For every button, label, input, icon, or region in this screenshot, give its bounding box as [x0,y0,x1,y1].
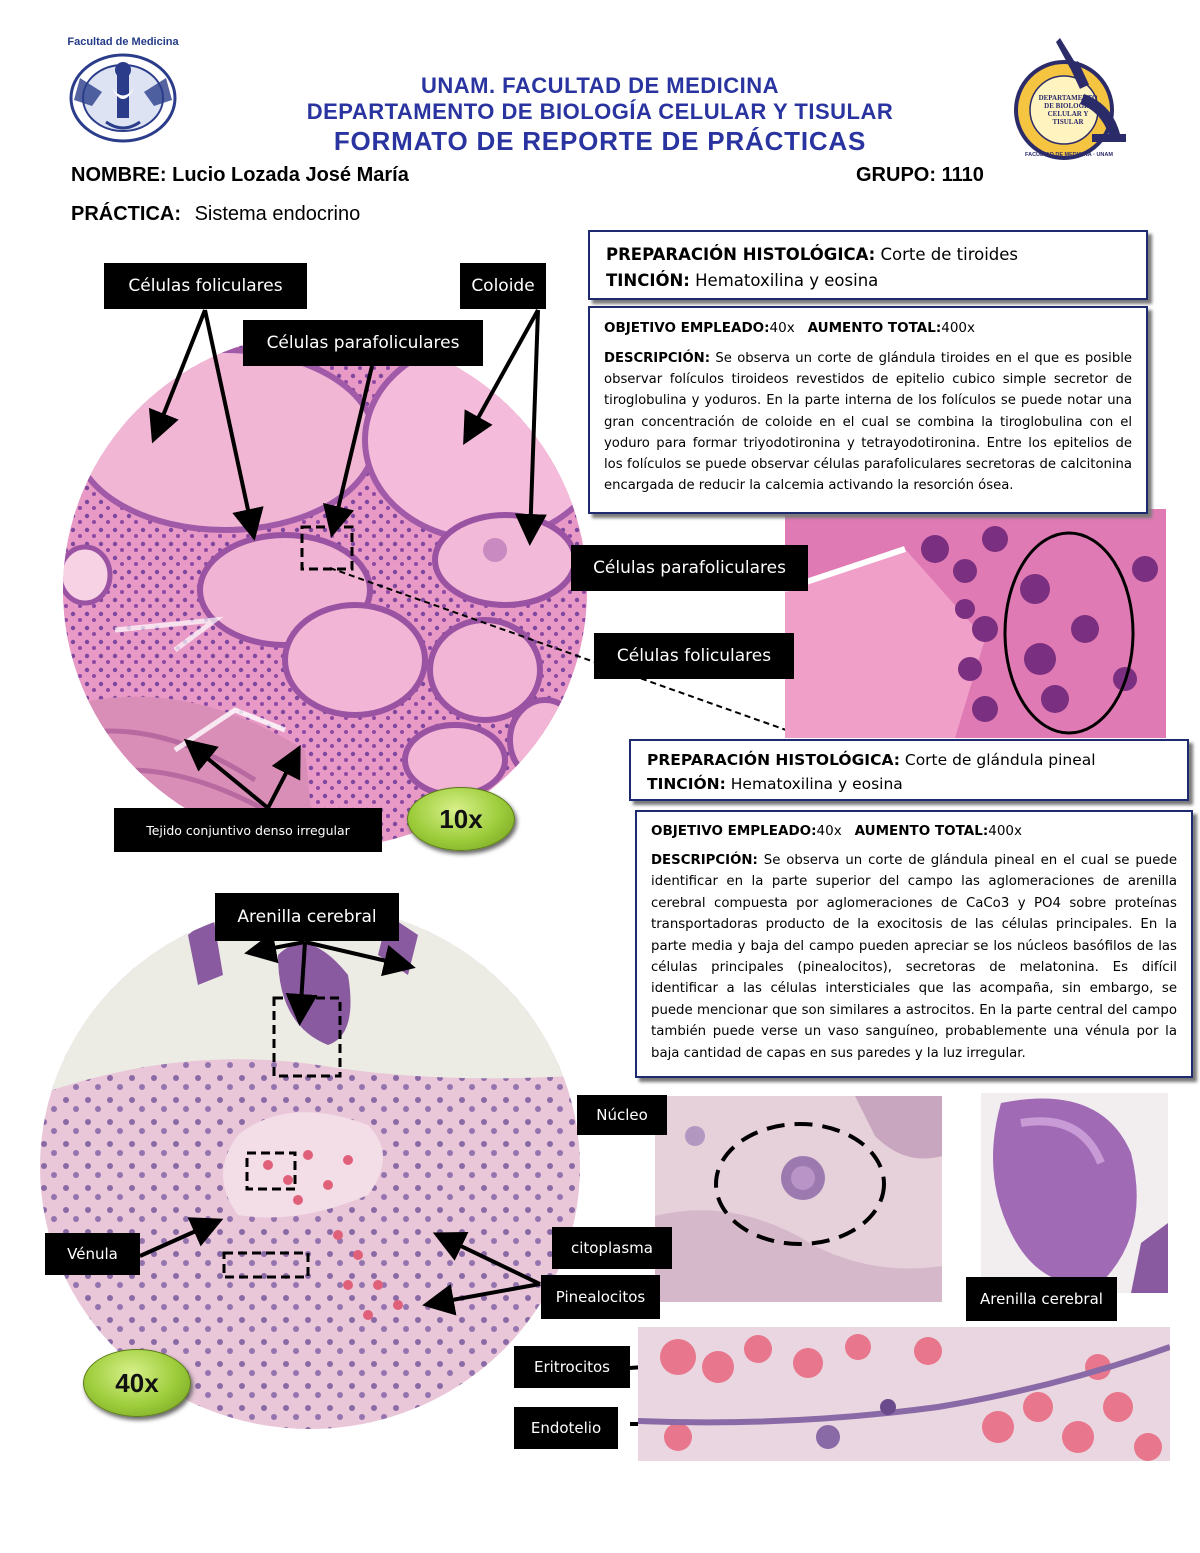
practice-value: Sistema endocrino [194,203,361,225]
pineal-stain-value: Hematoxilina y eosina [730,775,903,793]
microscope-seal-icon [1014,38,1126,160]
thyroid-zoom-tissue [785,509,1166,738]
brain-sand-zoom-tissue [981,1093,1168,1293]
pineal-stain-label: TINCIÓN: [647,775,726,793]
pineal-micrograph [40,905,580,1429]
pineal-preparation-box: PREPARACIÓN HISTOLÓGICA: Corte de glándu… [629,739,1189,801]
department-logo: DEPARTAMENTO DE BIOLOGÍA CELULAR Y TISUL… [1012,34,1130,164]
thyroid-description: DESCRIPCIÓN: Se observa un corte de glán… [604,351,1132,494]
thyroid-preparation-box: PREPARACIÓN HISTOLÓGICA: Corte de tiroid… [588,230,1148,300]
dept-logo-ring: FACULTAD DE MEDICINA · UNAM [1025,152,1113,158]
pineal-prep-value: Corte de glándula pineal [904,751,1096,769]
pineal-description: DESCRIPCIÓN: Se observa un corte de glán… [651,853,1177,1061]
pineal-description-box: OBJETIVO EMPLEADO:40x AUMENTO TOTAL:400x… [635,810,1193,1078]
brain-sand-zoom-image [981,1093,1168,1293]
pinealocyte-zoom-tissue [655,1096,942,1302]
unam-medicine-logo: Facultad de Medicina [62,36,184,148]
label-colloid: Coloide [460,263,546,309]
thyroid-micrograph [63,332,587,848]
pineal-prep-label: PREPARACIÓN HISTOLÓGICA: [647,751,900,769]
label-zoom-follicular: Células foliculares [594,633,794,679]
vessel-zoom-tissue [638,1327,1170,1461]
thyroid-description-box: OBJETIVO EMPLEADO:40x AUMENTO TOTAL:400x… [588,306,1148,514]
header-university: UNAM. FACULTAD DE MEDICINA [420,73,780,98]
label-erythrocytes: Eritrocitos [514,1346,630,1388]
header-department: DEPARTAMENTO DE BIOLOGÍA CELULAR Y TISUL… [306,99,894,124]
label-connective-tissue: Tejido conjuntivo denso irregular [114,808,382,852]
header-form-title: FORMATO DE REPORTE DE PRÁCTICAS [333,126,867,156]
thyroid-objective-line: OBJETIVO EMPLEADO:40x AUMENTO TOTAL:400x [604,320,975,336]
label-follicular-cells: Células foliculares [104,263,307,309]
pineal-objective-line: OBJETIVO EMPLEADO:40x AUMENTO TOTAL:400x [651,823,1022,839]
label-venule: Vénula [45,1233,140,1275]
label-cytoplasm: citoplasma [552,1227,672,1269]
thyroid-prep-label: PREPARACIÓN HISTOLÓGICA: [606,245,876,264]
practice-label: PRÁCTICA: [71,203,181,225]
label-brain-sand-zoom: Arenilla cerebral [966,1277,1117,1321]
group-line: GRUPO: 1110 [856,164,984,187]
unam-seal-icon [69,53,177,143]
magnification-badge-10x: 10x [407,787,515,851]
logo-caption: Facultad de Medicina [67,36,179,48]
magnification-badge-40x: 40x [83,1349,191,1417]
vessel-zoom-image [638,1327,1170,1461]
thyroid-stain-label: TINCIÓN: [606,271,690,290]
pinealocyte-zoom-image [655,1096,942,1302]
dept-logo-text: DEPARTAMENTO DE BIOLOGÍA CELULAR Y TISUL… [1038,94,1098,126]
thyroid-stain-value: Hematoxilina y eosina [695,271,879,290]
practice-line: PRÁCTICA: Sistema endocrino [71,203,360,226]
student-name-line: NOMBRE: Lucio Lozada José María [71,164,409,187]
label-parafollicular-cells: Células parafoliculares [243,320,483,366]
thyroid-zoom-image [785,509,1166,738]
label-endothelium: Endotelio [514,1407,618,1449]
label-brain-sand: Arenilla cerebral [215,893,399,941]
label-pinealocytes: Pinealocitos [541,1275,660,1319]
group-value: 1110 [941,164,984,186]
label-zoom-parafollicular: Células parafoliculares [571,545,808,591]
name-label: NOMBRE: [71,164,167,186]
group-label: GRUPO: [856,164,936,186]
name-value: Lucio Lozada José María [172,164,409,186]
label-nucleus: Núcleo [577,1095,667,1135]
thyroid-prep-value: Corte de tiroides [880,245,1019,264]
